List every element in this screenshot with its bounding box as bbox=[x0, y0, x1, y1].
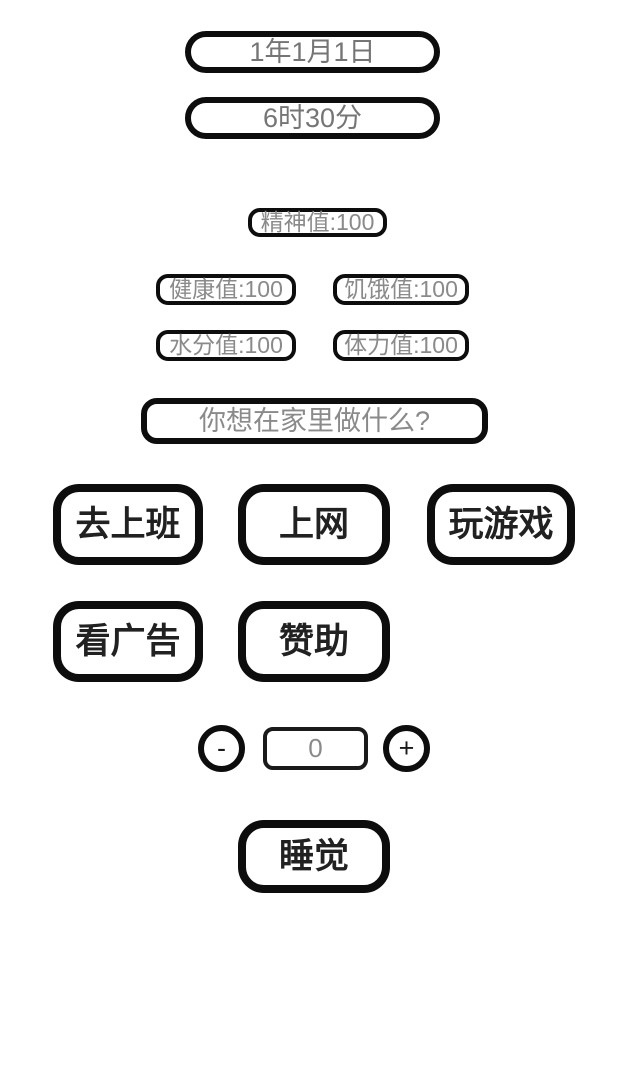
sponsor-button[interactable]: 赞助 bbox=[238, 601, 390, 682]
plus-icon: + bbox=[398, 733, 415, 763]
increment-button[interactable]: + bbox=[383, 725, 430, 772]
sleep-hours-input[interactable] bbox=[263, 727, 368, 770]
watch-ads-button[interactable]: 看广告 bbox=[53, 601, 203, 682]
date-display: 1年1月1日 bbox=[185, 31, 440, 73]
time-display: 6时30分 bbox=[185, 97, 440, 139]
go-to-work-button[interactable]: 去上班 bbox=[53, 484, 203, 565]
stat-health-badge: 健康值:100 bbox=[156, 274, 296, 305]
surf-internet-button[interactable]: 上网 bbox=[238, 484, 390, 565]
stat-spirit-badge: 精神值:100 bbox=[248, 208, 387, 237]
sleep-button[interactable]: 睡觉 bbox=[238, 820, 390, 893]
minus-icon: - bbox=[217, 733, 226, 763]
stat-water-badge: 水分值:100 bbox=[156, 330, 296, 361]
stat-hunger-badge: 饥饿值:100 bbox=[333, 274, 469, 305]
stat-stamina-badge: 体力值:100 bbox=[333, 330, 469, 361]
play-games-button[interactable]: 玩游戏 bbox=[427, 484, 575, 565]
prompt-question: 你想在家里做什么? bbox=[141, 398, 488, 444]
decrement-button[interactable]: - bbox=[198, 725, 245, 772]
